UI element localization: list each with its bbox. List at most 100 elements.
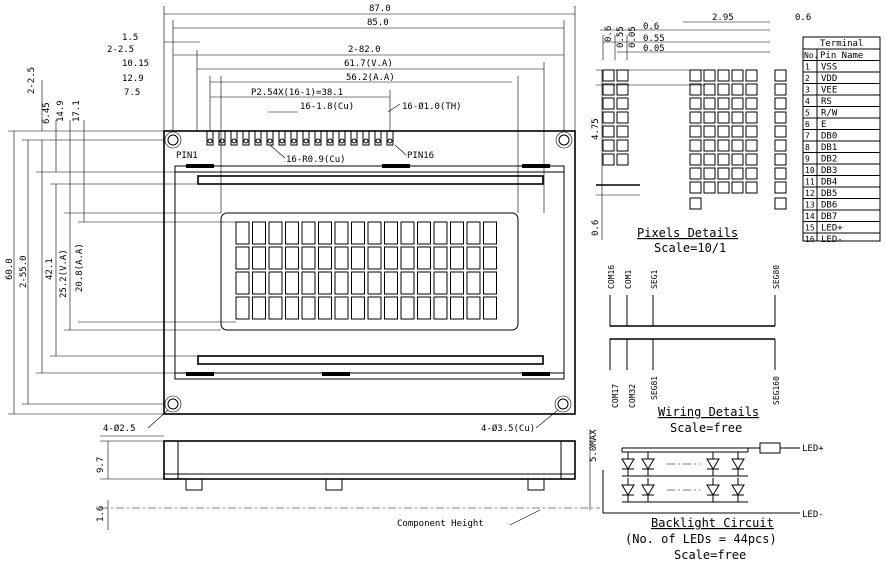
backlight-scale: Scale=free	[674, 548, 746, 562]
pixel-dot	[717, 181, 730, 194]
pixel-dot	[717, 69, 730, 82]
front-view	[163, 130, 576, 415]
pin-hole	[375, 138, 381, 144]
pin16-label: PIN16	[407, 151, 434, 161]
character-cell	[351, 271, 365, 295]
pin-hole	[291, 138, 297, 144]
wiring-com16: COM16	[607, 265, 616, 289]
pixel-dot	[616, 139, 629, 152]
side-dim-5-max: 5.0MAX	[589, 429, 599, 462]
pixel-dot	[717, 125, 730, 138]
pixel-dot	[745, 97, 758, 110]
pixel-dot	[731, 125, 744, 138]
pixel-dot	[602, 69, 615, 82]
led-diode	[621, 458, 635, 470]
dim-pitch: P2.54X(16-1)=38.1	[251, 88, 343, 98]
pin-pad	[290, 130, 298, 146]
led-diode	[641, 484, 655, 496]
character-cell	[318, 271, 332, 295]
pixel-dot	[689, 181, 702, 194]
pin-hole	[279, 138, 285, 144]
dim-hole-th: 16-Ø1.0(TH)	[402, 101, 462, 112]
pixel-details-title: Pixels Details	[637, 226, 738, 240]
pixel-dot	[703, 167, 716, 180]
pixel-dot	[703, 111, 716, 124]
dim-7-5: 7.5	[124, 88, 140, 98]
character-cell	[367, 246, 382, 270]
pixel-dot	[731, 69, 744, 82]
character-cell	[433, 296, 448, 320]
terminal-row-no: 2	[805, 74, 810, 83]
pixel-dot	[774, 69, 787, 82]
pixel-dot	[774, 139, 787, 152]
terminal-row-no: 1	[805, 63, 810, 72]
wiring-details-scale: Scale=free	[670, 421, 742, 435]
character-cell	[450, 246, 464, 270]
pixel-dot	[616, 97, 629, 110]
pix-dim-v2: 0.55	[616, 26, 626, 48]
mounting-hole-tr	[555, 131, 573, 149]
pixel-dot	[717, 139, 730, 152]
dim-10-15: 10.15	[122, 59, 149, 69]
character-cell	[400, 246, 415, 270]
led-diode	[706, 484, 720, 496]
terminal-row-pin: VSS	[821, 63, 837, 73]
left-dimensions: 2-2.5 6.45 14.9 17.1 60.0 2-55.0 42.1 25…	[5, 67, 559, 437]
character-cell	[433, 246, 448, 270]
pixel-dot	[774, 125, 787, 138]
character-cell	[301, 271, 316, 295]
wiring-seg160: SEG160	[772, 376, 781, 405]
character-cell	[285, 246, 299, 270]
pin-pad	[218, 130, 226, 146]
pixel-dot	[745, 111, 758, 124]
component-height-label: Component Height	[397, 519, 484, 529]
pix-dim-d4: 2.95	[712, 13, 734, 23]
character-cell	[252, 271, 266, 295]
terminal-row-pin: DB5	[821, 189, 837, 199]
terminal-row-pin: DB0	[821, 132, 837, 142]
pixel-dot	[774, 83, 787, 96]
character-cell	[252, 221, 266, 245]
character-cell	[334, 221, 349, 245]
pixel-dot	[774, 153, 787, 166]
character-cell	[400, 271, 415, 295]
character-cell	[351, 246, 365, 270]
pixel-grid	[596, 69, 787, 210]
dim-radius: 16-R0.9(Cu)	[286, 155, 346, 165]
character-cell	[334, 296, 349, 320]
terminal-row-pin: DB3	[821, 166, 837, 176]
pixel-dot	[745, 69, 758, 82]
pixel-dot	[717, 111, 730, 124]
wiring-com1: COM1	[624, 270, 633, 289]
terminal-row-pin: DB6	[821, 201, 837, 211]
pixel-details-scale: Scale=10/1	[654, 241, 726, 255]
wiring-seg1: SEG1	[650, 270, 659, 289]
pin1-label: PIN1	[176, 151, 198, 161]
pixel-dot	[602, 125, 615, 138]
holes-left-label: 4-Ø2.5	[103, 423, 136, 434]
pin-pad	[254, 130, 262, 146]
terminal-row-no: 6	[805, 120, 810, 129]
pixel-dot	[602, 139, 615, 152]
pix-dim-v1: 0.6	[604, 26, 614, 42]
pixel-dot	[602, 111, 615, 124]
terminal-row-pin: DB7	[821, 212, 837, 222]
pin-hole	[351, 138, 357, 144]
pixel-dot	[689, 153, 702, 166]
character-cell	[384, 271, 398, 295]
terminal-row-pin: DB4	[821, 178, 837, 188]
character-cell	[450, 221, 464, 245]
character-cell	[285, 271, 299, 295]
pin-header	[206, 130, 394, 146]
pixel-dot	[602, 153, 615, 166]
character-cell	[235, 296, 250, 320]
character-cell	[433, 221, 448, 245]
terminal-row-pin: RS	[821, 97, 832, 107]
pixel-dot	[689, 167, 702, 180]
wiring-details: COM16 COM1 SEG1 SEG80 COM17 COM32 SEG81 …	[607, 265, 781, 435]
pixel-dot	[774, 167, 787, 180]
character-cell	[268, 296, 283, 320]
pix-dim-v3: 0.05	[628, 26, 638, 48]
